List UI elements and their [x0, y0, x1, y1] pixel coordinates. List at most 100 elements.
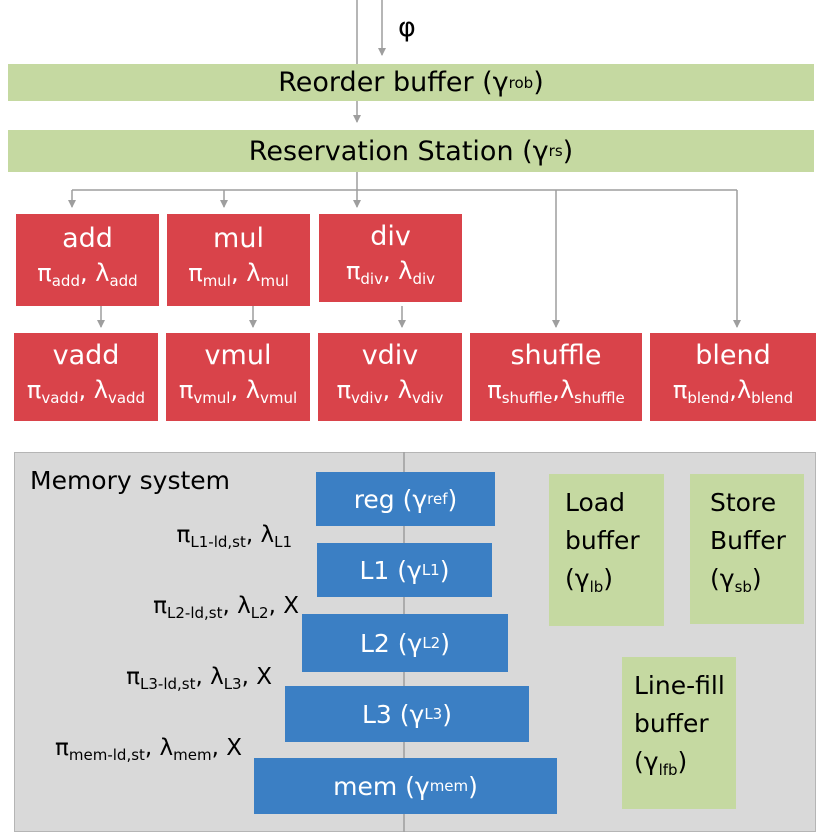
lambda-sub: vmul	[259, 389, 298, 407]
buffer-gamma: (γlb)	[565, 560, 664, 606]
rs-sub: rs	[548, 142, 563, 160]
mem-params: πmem-ld,st, λmem, X	[55, 735, 242, 764]
level-label: L3 (γ	[361, 699, 425, 729]
separator: ,	[382, 376, 398, 404]
level-sub: L1	[421, 561, 440, 579]
pi-symbol: π	[37, 259, 52, 287]
pi-symbol: π	[487, 376, 502, 404]
pi-symbol: π	[26, 376, 42, 404]
lambda-sub: blend	[751, 389, 794, 407]
unit-name: add	[62, 223, 113, 254]
store-buffer: Store Buffer (γsb)	[690, 474, 804, 624]
pi-symbol: π	[55, 735, 69, 761]
lambda-sub: L2	[250, 604, 269, 622]
pi-sub: L1-ld,st	[190, 533, 246, 551]
lambda-sub: vadd	[107, 389, 146, 407]
level-close: )	[442, 699, 452, 729]
pi-sub: L2-ld,st	[167, 604, 223, 622]
buffer-line: Store	[710, 488, 777, 517]
pi-sub: shuffle	[501, 389, 553, 407]
level-sub: mem	[429, 777, 469, 795]
lambda-symbol: λ	[736, 376, 752, 404]
pi-sub: vadd	[41, 389, 79, 407]
unit-vadd: vadd πvadd, λvadd	[14, 333, 158, 421]
lambda-symbol: , λ	[245, 522, 275, 548]
lambda-sub: mul	[260, 272, 289, 290]
unit-params: πshuffle,λshuffle	[487, 373, 624, 415]
unit-params: πadd, λadd	[37, 256, 137, 298]
level-close: )	[439, 555, 450, 585]
pi-symbol: π	[672, 376, 688, 404]
unit-div: div πdiv, λdiv	[319, 214, 462, 302]
load-buffer: Load buffer (γlb)	[549, 474, 664, 626]
lambda-sub: add	[109, 272, 138, 290]
unit-vmul: vmul πvmul, λvmul	[166, 333, 310, 421]
phi-label: φ	[398, 12, 416, 43]
level-label: L1 (γ	[359, 555, 422, 585]
pi-sub: mul	[202, 272, 231, 290]
pi-sub: vdiv	[351, 389, 383, 407]
linefill-buffer: Line-fill buffer (γlfb)	[622, 657, 736, 809]
lambda-sub: L3	[223, 675, 242, 693]
l2-params: πL2-ld,st, λL2, X	[153, 593, 299, 622]
separator: ,	[230, 376, 246, 404]
pi-sub: vmul	[193, 389, 231, 407]
lambda-sub: vdiv	[411, 389, 444, 407]
unit-name: vadd	[52, 340, 120, 371]
buffer-line: Buffer	[710, 526, 786, 555]
pi-symbol: π	[176, 522, 191, 548]
rob-label: Reorder buffer (γ	[278, 67, 509, 98]
gamma-sub: lb	[589, 578, 604, 596]
unit-name: mul	[213, 223, 264, 254]
lambda-symbol: , λ	[222, 593, 251, 619]
lambda-sub: L1	[274, 533, 292, 551]
buffer-line: buffer	[565, 526, 640, 555]
unit-params: πblend,λblend	[673, 373, 793, 415]
lambda-sub: shuffle	[574, 389, 625, 407]
lambda-sub: div	[412, 270, 436, 288]
level-sub: L2	[422, 634, 441, 652]
separator: ,	[230, 259, 247, 287]
lambda-symbol: λ	[398, 257, 413, 285]
unit-params: πvadd, λvadd	[27, 373, 145, 415]
buffer-line: Line-fill	[634, 671, 725, 700]
level-label: reg (γ	[353, 484, 428, 514]
lambda-symbol: , λ	[144, 735, 174, 761]
gamma-symbol: (γ	[710, 564, 735, 593]
param-tail: , X	[268, 593, 299, 619]
buffer-line: buffer	[634, 709, 709, 738]
l3-params: πL3-ld,st, λL3, X	[126, 664, 272, 693]
unit-params: πdiv, λdiv	[346, 254, 435, 296]
l1-params: πL1-ld,st, λL1	[177, 522, 292, 551]
rs-label: Reservation Station (γ	[248, 135, 549, 167]
param-tail: , X	[241, 664, 272, 690]
buffer-gamma: (γsb)	[710, 560, 804, 606]
pi-sub: mem-ld,st	[68, 746, 145, 764]
pi-symbol: π	[188, 259, 203, 287]
buffer-gamma: (γlfb)	[634, 743, 736, 789]
pi-symbol: π	[178, 376, 194, 404]
buffer-line: Load	[565, 488, 625, 517]
separator: ,	[552, 376, 560, 404]
lambda-symbol: λ	[246, 259, 261, 287]
level-close: )	[468, 771, 478, 801]
pi-sub: blend	[687, 389, 730, 407]
gamma-sub: sb	[734, 578, 752, 596]
pi-sub: add	[51, 272, 80, 290]
unit-blend: blend πblend,λblend	[650, 333, 816, 421]
rob-close: )	[533, 67, 544, 98]
unit-params: πvmul, λvmul	[179, 373, 297, 415]
pi-symbol: π	[126, 664, 140, 690]
unit-name: blend	[695, 340, 771, 371]
rob-sub: rob	[508, 73, 534, 92]
gamma-close: )	[603, 564, 614, 593]
gamma-symbol: (γ	[565, 564, 590, 593]
gamma-symbol: (γ	[634, 747, 659, 776]
rs-close: )	[562, 135, 574, 167]
lambda-symbol: λ	[93, 376, 108, 404]
